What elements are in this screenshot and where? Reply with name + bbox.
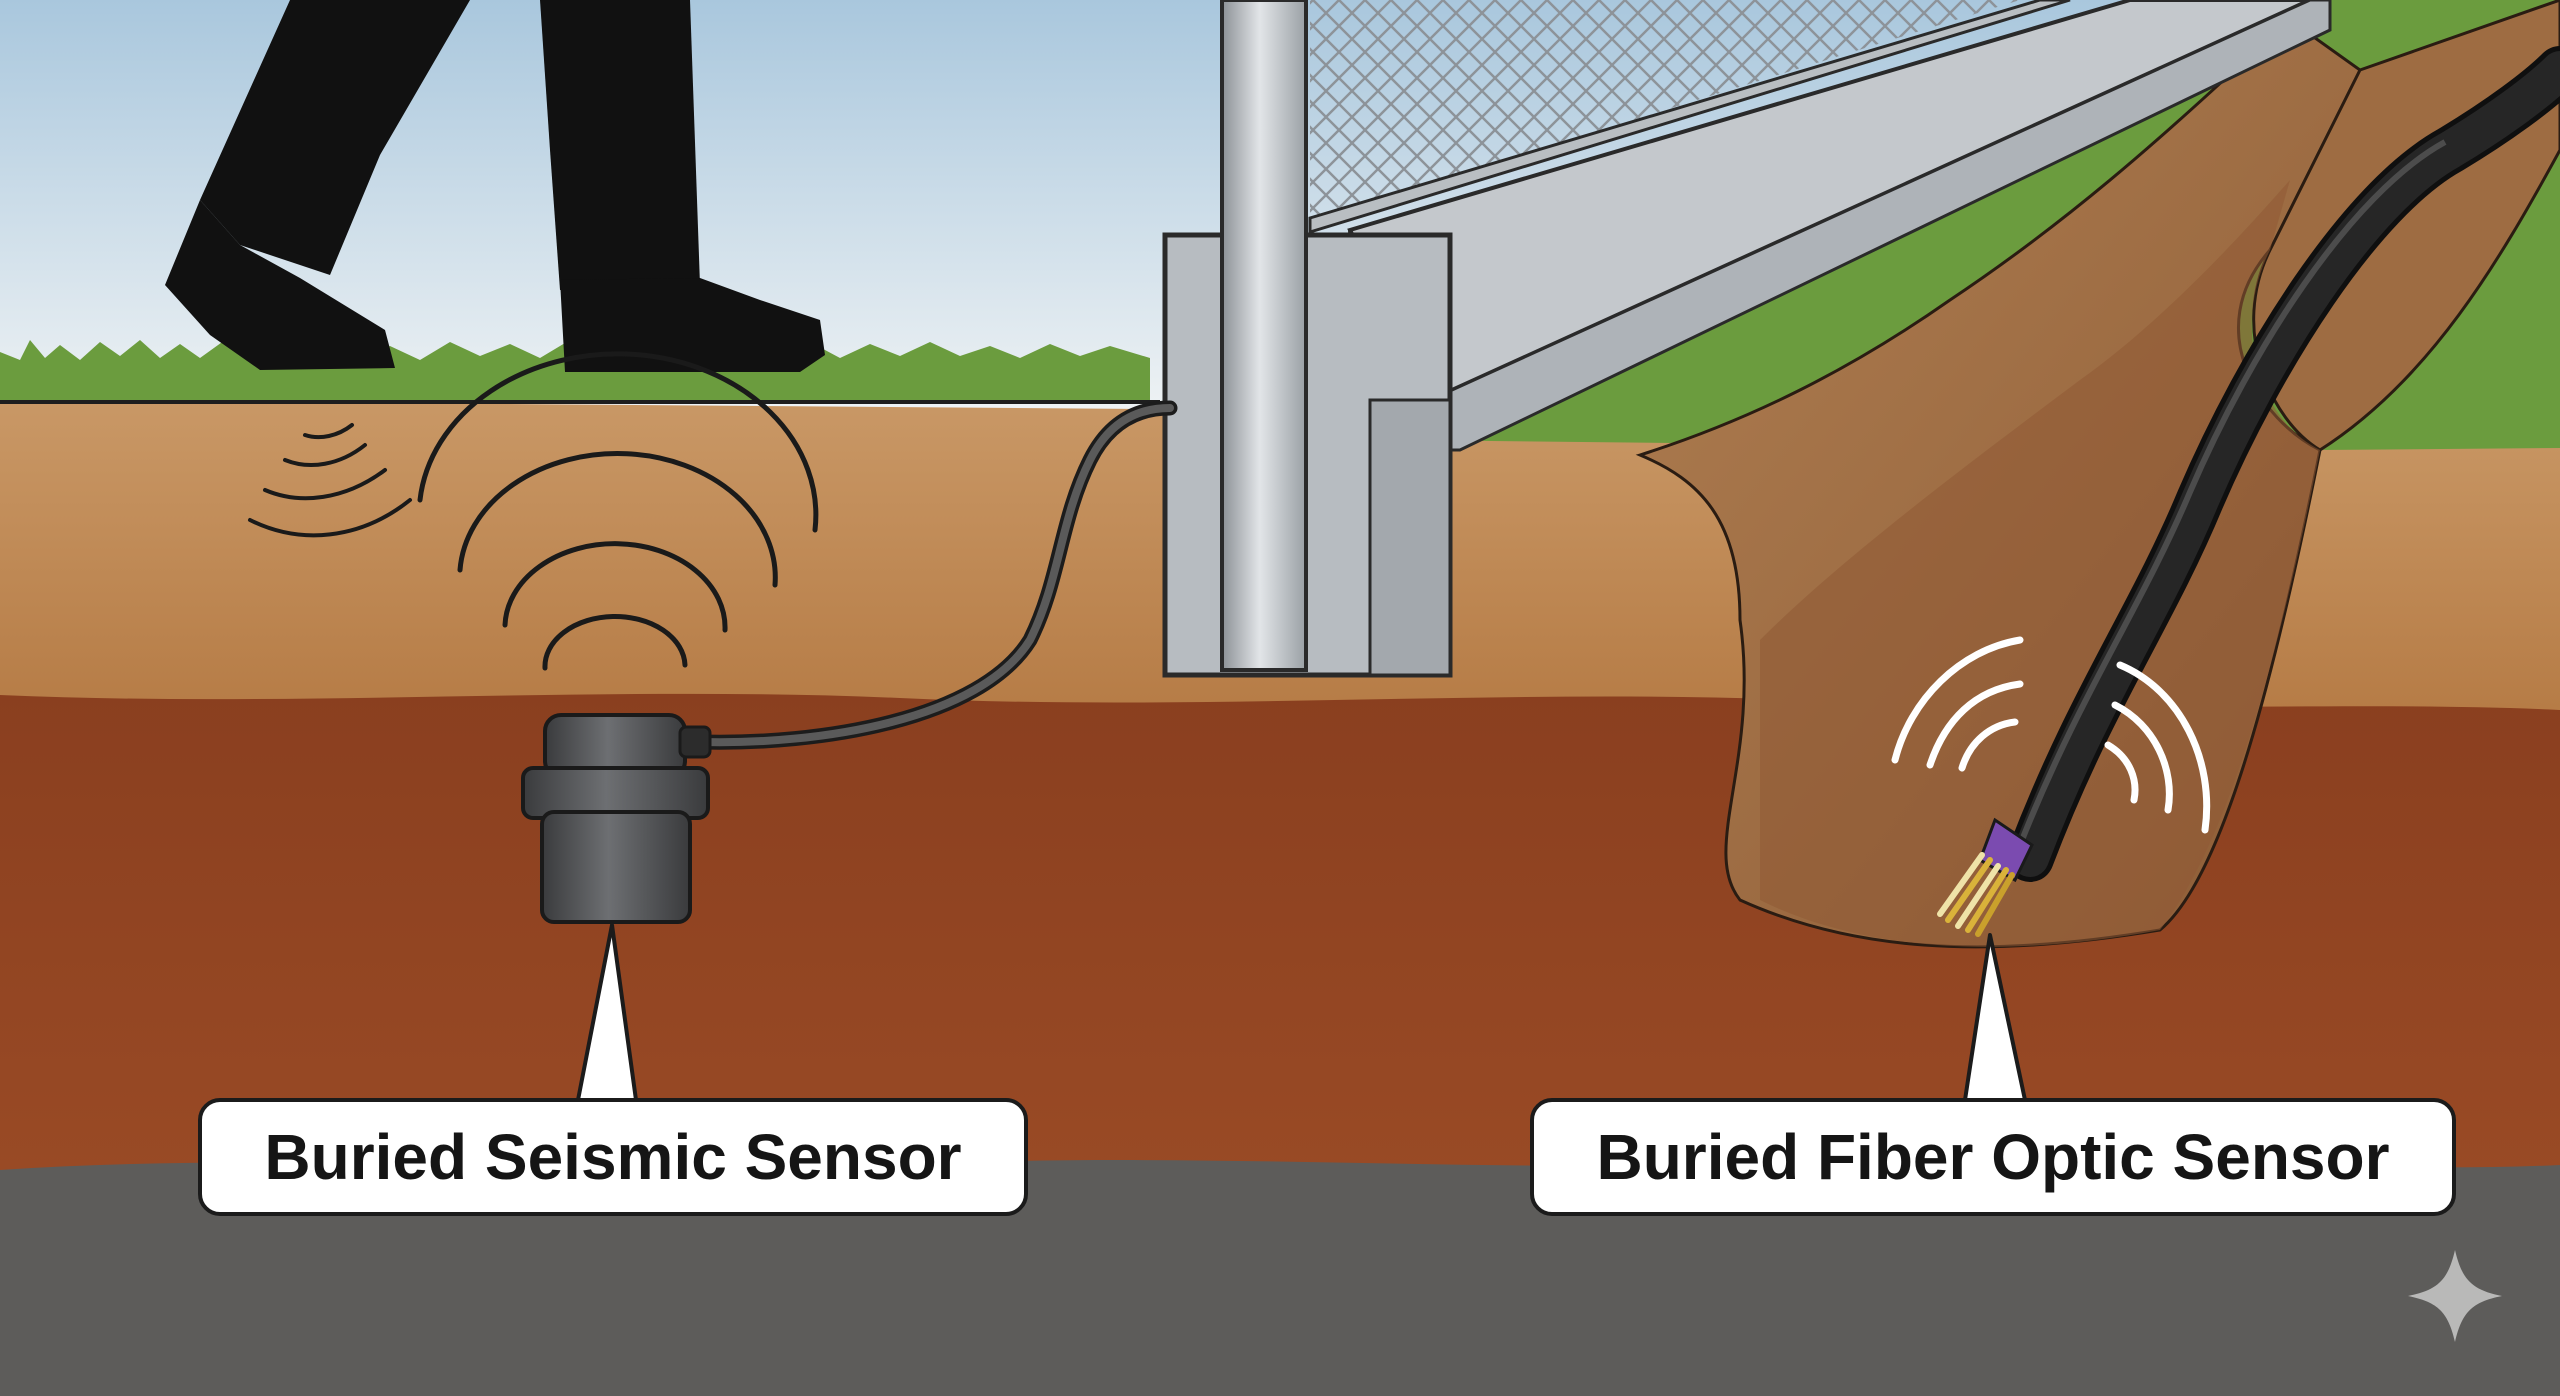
trench-inner-shadow	[1760, 180, 2320, 947]
seismic-wave-arcs-icon	[417, 351, 819, 671]
fiber-strands	[1937, 852, 2015, 937]
fence-pole	[1220, 0, 1308, 672]
fence-top-rail	[1308, 0, 2071, 235]
fiber-optic-cable	[2011, 51, 2560, 877]
seismic-callout-pointer	[576, 923, 638, 1101]
footing-face	[1368, 398, 1452, 677]
sparkle-icon	[2408, 1250, 2502, 1342]
seismic-sensor-label: Buried Seismic Sensor	[198, 1098, 1028, 1216]
footstep-wave-arcs-icon	[248, 423, 412, 538]
seismic-sensor-device	[521, 713, 712, 924]
fiber-sleeve	[1978, 817, 2034, 883]
fiber-optic-sensor-label: Buried Fiber Optic Sensor	[1530, 1098, 2456, 1216]
fiber-wave-arcs-icon	[1891, 636, 2211, 834]
walking-person-silhouette	[165, 0, 825, 372]
fiber-callout-pointer	[1963, 933, 2027, 1101]
